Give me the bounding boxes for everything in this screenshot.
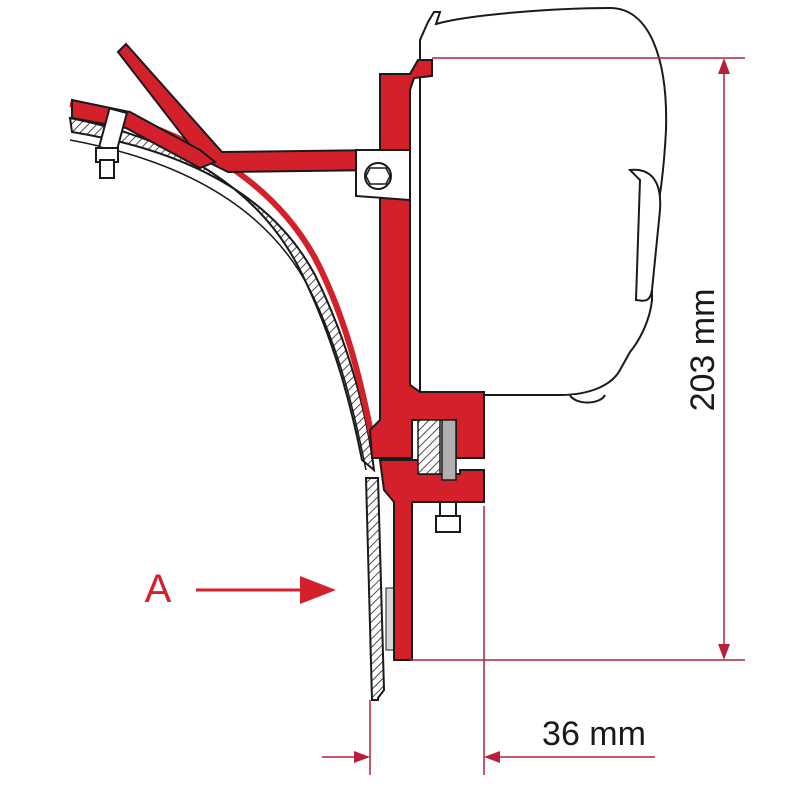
clamp-bolt xyxy=(95,107,129,179)
bracket-bolt xyxy=(435,501,461,533)
height-dimension-label: 203 mm xyxy=(684,289,722,412)
marker-a: A xyxy=(145,567,336,611)
depth-dimension: 36 mm xyxy=(322,506,655,775)
depth-dimension-label: 36 mm xyxy=(542,715,646,753)
marker-a-label: A xyxy=(145,567,172,611)
awning-cassette xyxy=(419,6,668,404)
lower-wall-section xyxy=(364,477,397,701)
height-dimension: 203 mm xyxy=(410,57,745,661)
clamp-plate xyxy=(355,149,411,202)
arrow-right-icon xyxy=(300,576,336,604)
